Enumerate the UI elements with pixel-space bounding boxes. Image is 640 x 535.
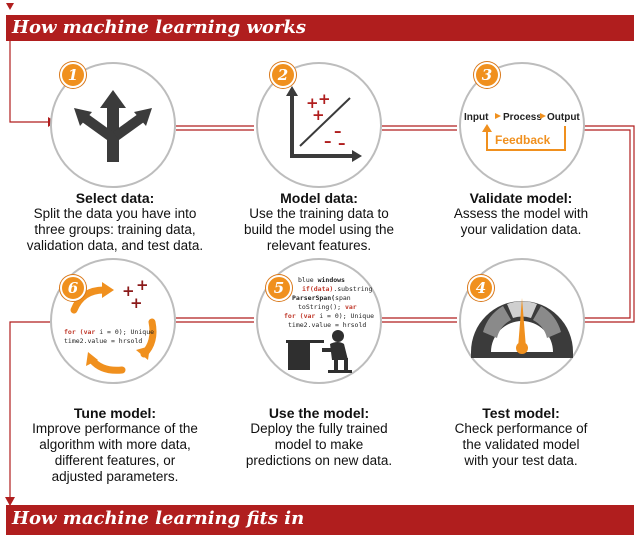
svg-text:toString(); var: toString(); var <box>298 303 357 311</box>
step-4-badge: 4 <box>468 275 494 301</box>
svg-text:+: + <box>312 106 325 124</box>
svg-text:+: + <box>136 276 149 294</box>
code-5-line-3-a: ParserSpan( <box>292 294 335 302</box>
step-1-text: Select data: Split the data you have int… <box>15 190 215 254</box>
code-5-line-4-b: var <box>345 303 357 311</box>
diagram-process-label: Process <box>503 112 542 123</box>
step-3-title: Validate model: <box>469 190 573 206</box>
step-4-description: Check performance of the validated model… <box>454 421 588 468</box>
step-6-badge: 6 <box>60 275 86 301</box>
svg-text:ParserSpan(span: ParserSpan(span <box>292 294 351 302</box>
cycle-arrows-icon: + + + for (var i = 0); Unique time2.valu… <box>64 276 157 374</box>
diagram-feedback-label: Feedback <box>495 133 551 147</box>
code-5-line-2-b: .substring <box>333 285 372 293</box>
branching-arrows-icon <box>74 90 152 162</box>
svg-text:–: – <box>338 134 346 152</box>
svg-text:–: – <box>334 122 342 140</box>
svg-text:for (var i = 0); Unique: for (var i = 0); Unique <box>64 328 154 336</box>
step-1-description: Split the data you have into three group… <box>26 206 204 253</box>
step-1-title: Select data: <box>75 190 155 206</box>
code-6-line-2-keyword: time2. <box>64 337 87 345</box>
svg-text:+: + <box>306 94 319 112</box>
code-5-line-5-b: i = 0); Unique <box>319 312 374 320</box>
step-3-text: Validate model: Assess the model with yo… <box>421 190 621 238</box>
step-3-description: Assess the model with your validation da… <box>453 206 589 237</box>
gauge-icon <box>471 298 573 358</box>
scatter-plot-icon: + + + – – – <box>286 86 362 162</box>
step-5-description: Deploy the fully trained model to make p… <box>245 421 393 468</box>
svg-text:for (var i = 0); Unique: for (var i = 0); Unique <box>284 312 374 320</box>
step-6-title: Tune model: <box>73 405 157 421</box>
step-6-text: Tune model: Improve performance of the a… <box>15 405 215 485</box>
step-2-text: Model data: Use the training data to bui… <box>219 190 419 254</box>
svg-text:+: + <box>122 282 135 300</box>
code-5-line-2-a: if(data) <box>302 285 333 293</box>
svg-text:time2.value = hrsold: time2.value = hrsold <box>64 337 142 345</box>
svg-text:blue windows: blue windows <box>298 276 345 284</box>
svg-text:time2.value = hrsold: time2.value = hrsold <box>288 321 366 329</box>
banner-how-ml-fits-in: How machine learning fits in <box>6 505 634 535</box>
code-5-line-4-a: toString(); <box>298 303 345 311</box>
banner-how-ml-works: How machine learning works <box>6 15 634 41</box>
step-2-title: Model data: <box>280 190 358 206</box>
code-5-line-5-a: for (var <box>284 312 319 320</box>
svg-text:+: + <box>318 90 331 108</box>
step-1-badge: 1 <box>60 62 86 88</box>
code-5-line-1-b: windows <box>318 276 345 284</box>
svg-text:–: – <box>324 132 332 150</box>
feedback-loop-icon: Input Process Output Feedback <box>464 112 580 151</box>
code-5-line-3-b: span <box>335 294 351 302</box>
svg-text:if(data).substring: if(data).substring <box>302 285 373 293</box>
svg-text:+: + <box>130 294 143 312</box>
step-4-text: Test model: Check performance of the val… <box>421 405 621 469</box>
step-1-circle <box>50 62 176 188</box>
step-5-text: Use the model: Deploy the fully trained … <box>219 405 419 469</box>
step-5-title: Use the model: <box>268 405 370 421</box>
person-at-computer-icon: blue windows if(data).substring ParserSp… <box>284 276 374 373</box>
step-2-description: Use the training data to build the model… <box>243 206 395 253</box>
step-5-badge: 5 <box>266 275 292 301</box>
code-5-line-6-a: time2. <box>288 321 311 329</box>
step-2-badge: 2 <box>270 62 296 88</box>
code-6-line-1-rest: i = 0); Unique <box>99 328 154 336</box>
diagram-output-label: Output <box>547 112 580 123</box>
code-6-line-2-rest: value = hrsold <box>87 337 142 345</box>
step-6-description: Improve performance of the algorithm wit… <box>32 421 198 484</box>
diagram-input-label: Input <box>464 112 489 123</box>
code-5-line-1-a: blue <box>298 276 318 284</box>
code-6-line-1-keyword: for (var <box>64 328 99 336</box>
step-3-badge: 3 <box>474 62 500 88</box>
step-4-title: Test model: <box>482 405 560 421</box>
code-5-line-6-b: value = hrsold <box>311 321 366 329</box>
